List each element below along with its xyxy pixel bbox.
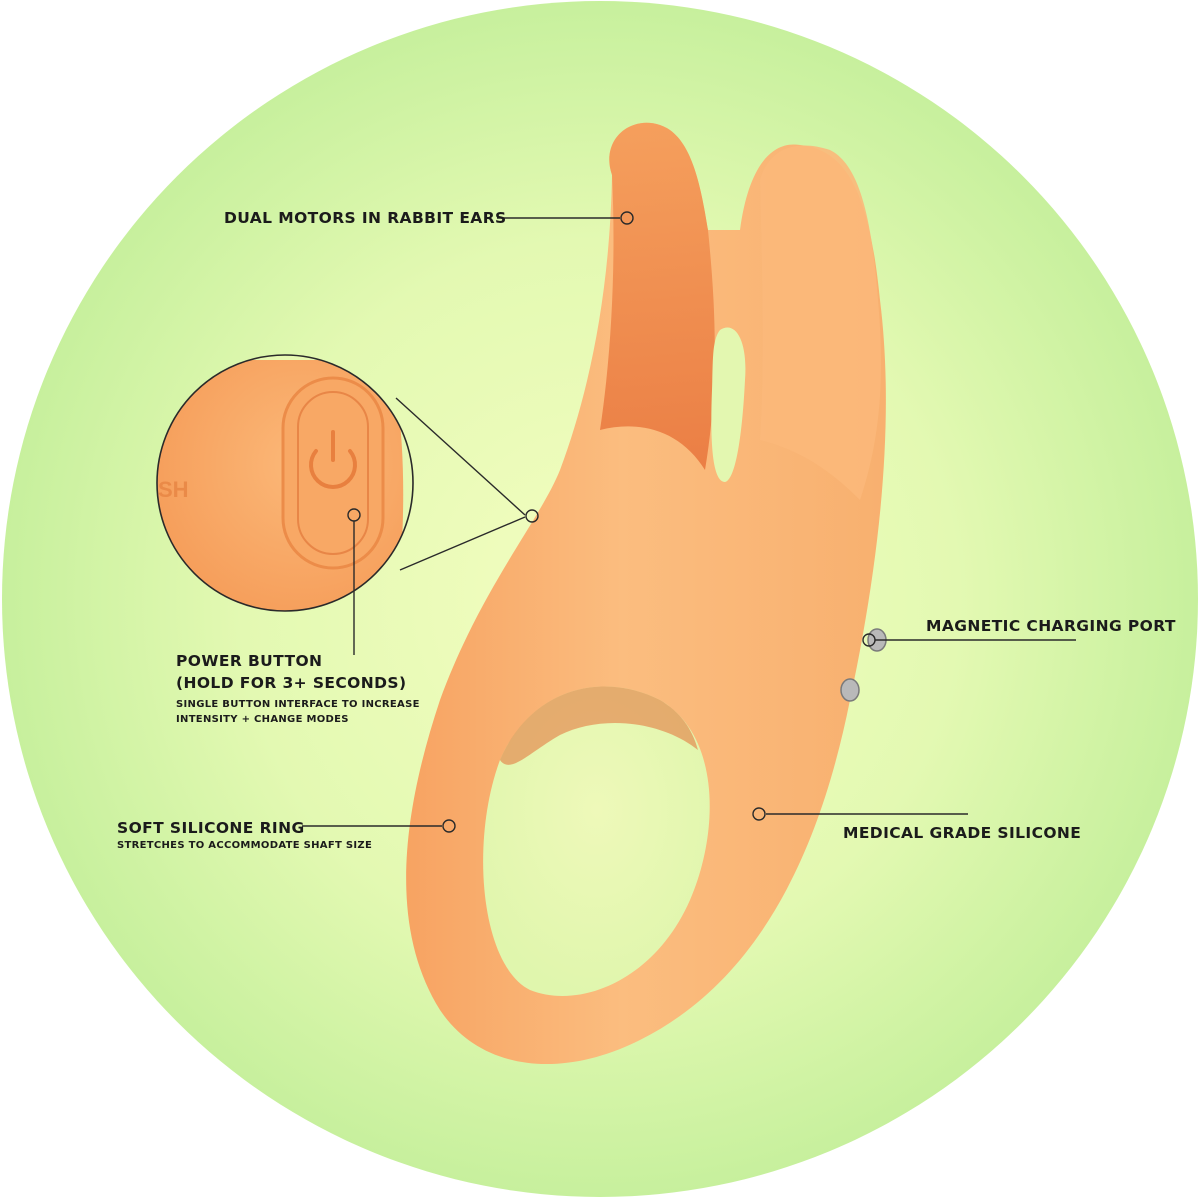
power-inset-marker	[347, 508, 361, 522]
power-button-desc-1: SINGLE BUTTON INTERFACE TO INCREASE	[176, 699, 420, 710]
ring-marker	[442, 819, 456, 833]
brand-fragment: SH	[158, 477, 189, 502]
motors-marker	[620, 211, 634, 225]
ring-title: SOFT SILICONE RING	[117, 819, 305, 837]
silicone-marker	[752, 807, 766, 821]
leader-lines	[302, 211, 1076, 833]
motors-label: DUAL MOTORS IN RABBIT EARS	[224, 209, 507, 227]
charging-marker	[862, 633, 876, 647]
power-icon	[309, 430, 357, 489]
power-button-marker	[525, 509, 539, 523]
power-button-title: POWER BUTTON	[176, 652, 323, 670]
ring-desc: STRETCHES TO ACCOMMODATE SHAFT SIZE	[117, 840, 373, 851]
power-button-subtitle: (HOLD FOR 3+ SECONDS)	[176, 674, 407, 692]
power-button-desc-2: INTENSITY + CHANGE MODES	[176, 714, 349, 725]
charging-port-label: MAGNETIC CHARGING PORT	[926, 617, 1176, 635]
silicone-label: MEDICAL GRADE SILICONE	[843, 824, 1082, 842]
product-illustration	[406, 122, 887, 1065]
